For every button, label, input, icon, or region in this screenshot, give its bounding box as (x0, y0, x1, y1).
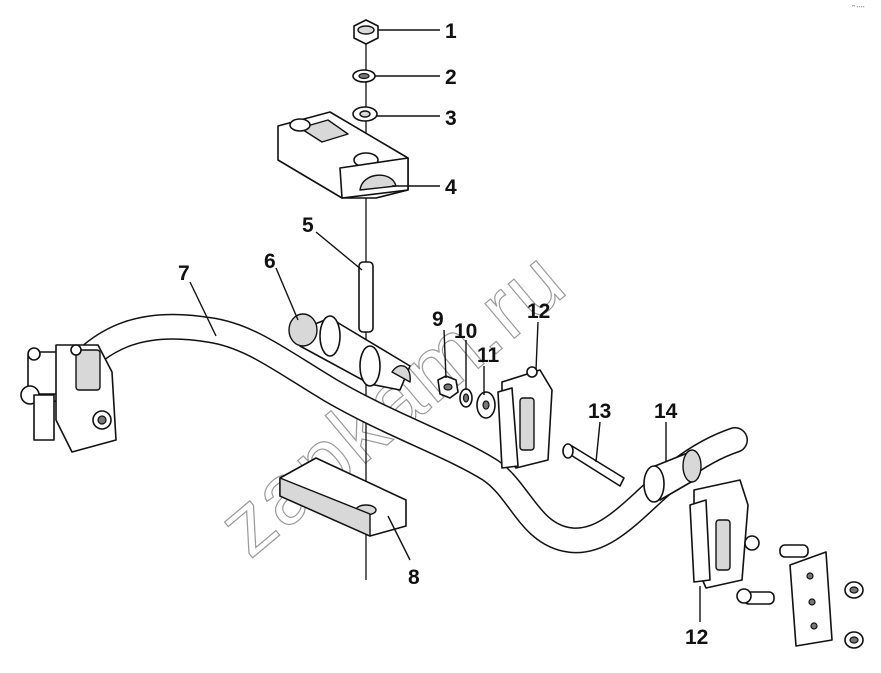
leader-line-12a (535, 321, 539, 371)
leader-line-5 (315, 231, 363, 271)
callout-5: 5 (302, 214, 314, 237)
right-end-bracket (689, 479, 864, 649)
bushing-part-14 (643, 449, 702, 503)
leader-line-7 (189, 281, 217, 337)
upper-clamp-part-4 (277, 111, 409, 199)
lock-washer-part-2 (352, 69, 376, 83)
leader-line-13 (595, 421, 601, 463)
bushing-part-6 (288, 313, 411, 391)
lock-washer-part-10 (459, 388, 473, 408)
callout-7: 7 (178, 262, 190, 285)
callout-8: 8 (408, 566, 420, 589)
callout-13: 13 (588, 400, 611, 423)
nut-part-9 (437, 375, 459, 399)
bracket-part-12-upper (497, 366, 553, 469)
washer-part-11 (476, 391, 496, 419)
corner-mark: ᵔ᠁ (852, 3, 865, 12)
callout-1: 1 (445, 20, 457, 43)
callout-12-lower: 12 (685, 626, 708, 649)
callout-9: 9 (432, 308, 444, 331)
leader-line-6 (275, 267, 299, 321)
nut-part-1 (353, 19, 379, 45)
callout-11: 11 (477, 344, 500, 367)
leader-line-9 (443, 329, 447, 379)
callout-10: 10 (454, 320, 477, 343)
callout-4: 4 (445, 176, 457, 199)
washer-part-3 (352, 106, 378, 122)
leader-line-8 (387, 515, 411, 561)
callout-6: 6 (264, 250, 276, 273)
left-end-bracket (20, 344, 117, 453)
bolt-part-13 (562, 443, 625, 487)
callout-3: 3 (445, 107, 457, 130)
callout-14: 14 (654, 400, 678, 423)
callout-2: 2 (445, 66, 457, 89)
callout-12-upper: 12 (527, 300, 550, 323)
stud-part-5 (358, 261, 374, 333)
lower-clamp-part-8 (279, 457, 407, 537)
